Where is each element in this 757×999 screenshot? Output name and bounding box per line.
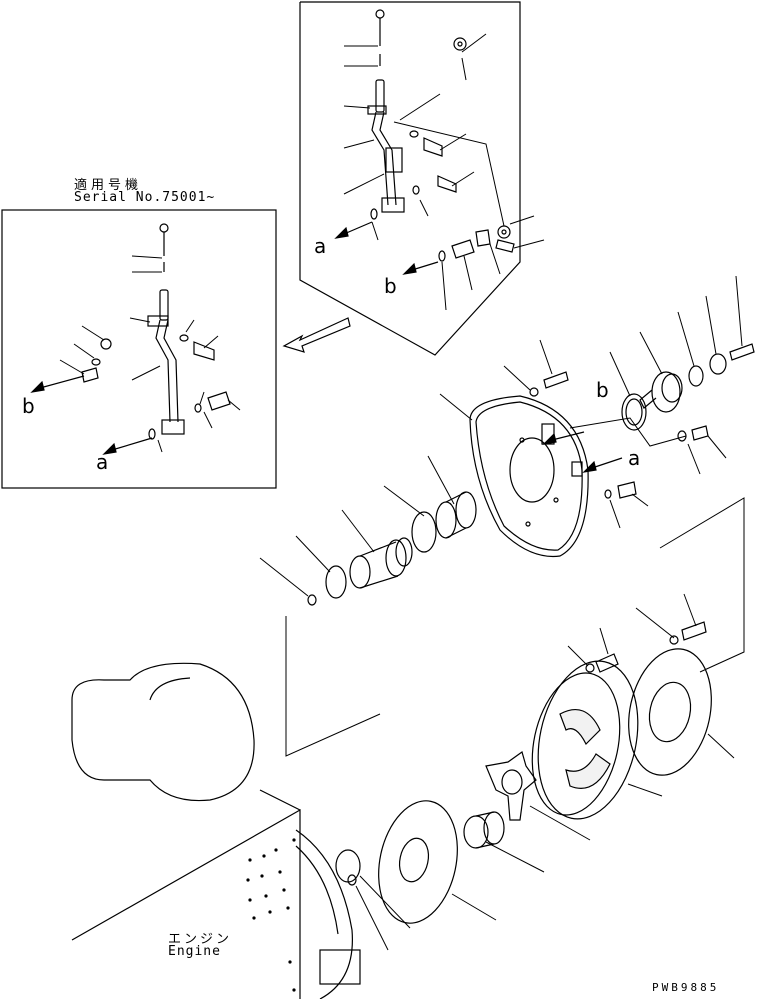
engine-label-jp: エンジン — [168, 932, 233, 947]
plug-small — [307, 594, 317, 606]
ref-letter-a: a — [314, 234, 327, 258]
cover-gasket — [621, 393, 647, 431]
coupling-spider — [485, 751, 537, 821]
cover-washers — [529, 343, 755, 499]
nut-small — [347, 874, 357, 886]
ref-letter-b: b — [596, 378, 609, 402]
inset-top-leaders — [343, 33, 545, 311]
coupling-hub — [463, 811, 505, 849]
bracket-lines — [285, 497, 745, 757]
serial-number-label: Serial No.75001~ — [74, 190, 216, 205]
inset-left-dipstick — [81, 223, 231, 440]
inset-top-frame — [299, 1, 521, 356]
coupling-housing — [531, 660, 639, 820]
main-arrows — [542, 431, 623, 473]
bearing — [435, 491, 477, 539]
retaining-ring — [411, 511, 437, 553]
flywheel-housing — [469, 395, 589, 558]
engine-label-en: Engine — [168, 944, 221, 959]
flywheel-plate — [378, 800, 458, 924]
seal-ring — [325, 565, 347, 599]
main-leaders — [259, 275, 743, 951]
ref-letter-a: a — [628, 446, 641, 470]
inset-left-arrows — [30, 375, 153, 455]
ref-letter-a: a — [96, 450, 109, 474]
ref-letter-b: b — [384, 274, 397, 298]
applicable-models-heading: 適用号機 — [74, 178, 143, 193]
inset-top-arrows — [334, 221, 439, 275]
engine-outline — [71, 662, 361, 999]
inset-left-leaders — [59, 255, 241, 453]
lower-bolts — [585, 621, 707, 673]
drawing-code: PWB9885 — [652, 981, 720, 994]
cover-flange — [639, 371, 683, 413]
drive-plate — [628, 648, 712, 776]
hollow-pointer-arrow — [282, 317, 351, 353]
ref-letter-b: b — [22, 394, 35, 418]
splined-shaft — [349, 537, 413, 589]
inset-left-frame — [1, 209, 277, 489]
small-disc — [335, 849, 361, 883]
inset-top-dipstick — [367, 9, 515, 262]
